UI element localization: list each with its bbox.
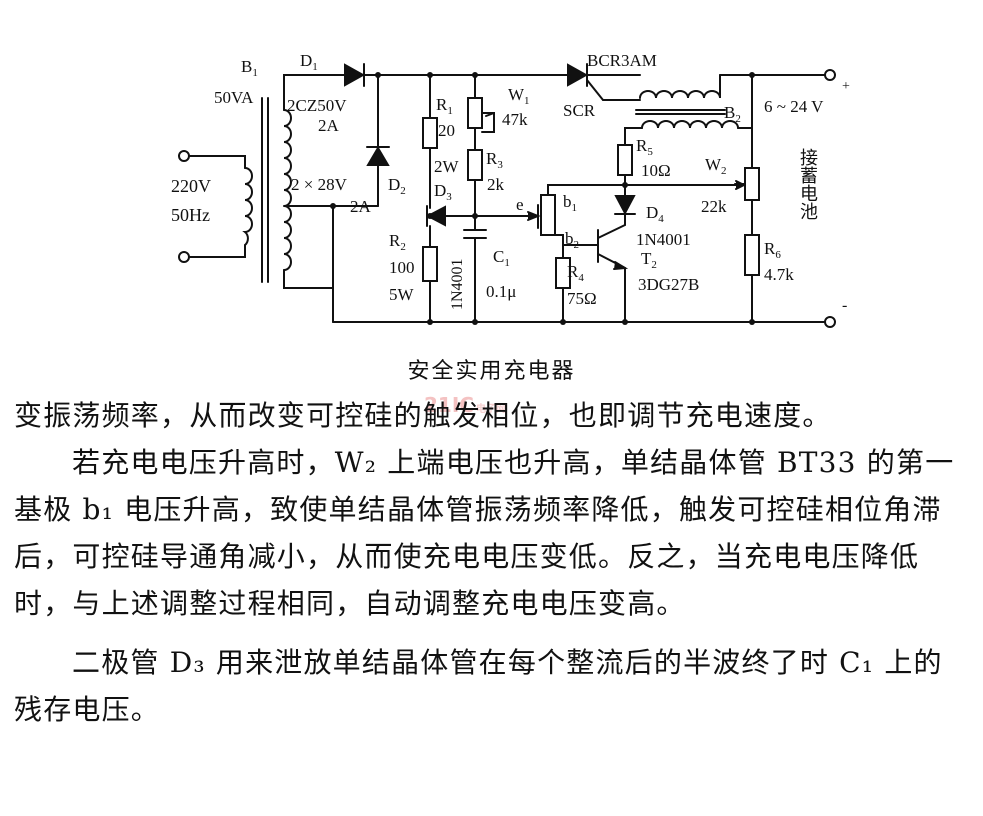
r2-resistor xyxy=(422,246,438,282)
ac-terminal-top xyxy=(178,150,190,162)
label-b1-pin: b1 xyxy=(563,192,577,214)
label-winding-i: 2A xyxy=(350,197,372,216)
label-b2: B2 xyxy=(724,103,741,125)
d4-diode xyxy=(614,195,636,216)
output-terminal-plus xyxy=(824,69,836,81)
label-r1: R1 xyxy=(436,95,453,117)
label-scr-type: BCR3AM xyxy=(587,51,657,70)
charger-schematic: B1 50VA 220V 50Hz 2 × 28V 2A D1 2CZ50V 2… xyxy=(171,51,850,328)
r3-resistor xyxy=(467,149,483,181)
label-r5-val: 10Ω xyxy=(641,161,671,180)
label-emitter: e xyxy=(516,195,524,214)
paragraph-d3: 二极管 D₃ 用来泄放单结晶体管在每个整流后的半波终了时 C₁ 上的残存电压。 xyxy=(14,646,943,726)
label-input-f: 50Hz xyxy=(171,205,210,225)
b2-coil-top xyxy=(639,74,721,99)
label-output-v: 6 ~ 24 V xyxy=(764,97,824,116)
label-b2-pin: b2 xyxy=(565,229,579,251)
label-r5: R5 xyxy=(636,136,653,158)
b2-coil-bottom xyxy=(641,120,739,129)
label-w2-val: 22k xyxy=(701,197,727,216)
d1-diode xyxy=(344,63,366,87)
paragraph-continuation: 变振荡频率，从而改变可控硅的触发相位，也即调节充电速度。 xyxy=(14,399,832,432)
figure-caption: 安全实用充电器 xyxy=(407,359,576,384)
r5-resistor xyxy=(617,144,633,176)
label-r2-val: 100 xyxy=(389,258,415,277)
label-c1-val: 0.1μ xyxy=(486,282,516,301)
label-d4: D4 xyxy=(646,203,664,225)
d2-diode xyxy=(366,146,390,166)
label-b1-rating: 50VA xyxy=(214,88,254,107)
label-r3-val: 2k xyxy=(487,175,505,194)
label-b1: B1 xyxy=(241,57,258,79)
secondary-coil xyxy=(283,109,292,271)
label-t2-type: 3DG27B xyxy=(638,275,699,294)
label-r4: R4 xyxy=(567,262,584,284)
label-r2: R2 xyxy=(389,231,406,253)
r1-resistor xyxy=(422,117,438,149)
label-w1: W1 xyxy=(508,85,530,107)
label-r6: R6 xyxy=(764,239,781,261)
label-d1-i: 2A xyxy=(318,116,340,135)
label-d1-type: 2CZ50V xyxy=(287,96,347,115)
label-r6-val: 4.7k xyxy=(764,265,794,284)
label-input-v: 220V xyxy=(171,176,211,196)
watermark-main: 21IC xyxy=(424,393,474,417)
watermark-sub: 电子网 xyxy=(475,404,506,415)
label-winding: 2 × 28V xyxy=(291,175,348,194)
label-plus: + xyxy=(842,79,850,94)
label-c1: C1 xyxy=(493,247,510,269)
label-d1: D1 xyxy=(300,51,318,73)
primary-coil xyxy=(242,167,253,246)
label-d2: D2 xyxy=(388,175,406,197)
label-d3: D3 xyxy=(434,181,452,203)
paragraph-regulation: 若充电电压升高时，W₂ 上端电压也升高，单结晶体管 BT33 的第一基极 b₁ … xyxy=(14,446,955,620)
label-d3-type: 1N4001 xyxy=(449,258,466,310)
output-terminal-minus xyxy=(824,316,836,328)
label-w2: W2 xyxy=(705,155,727,177)
label-scr: SCR xyxy=(563,101,596,120)
label-d4-type: 1N4001 xyxy=(636,230,691,249)
label-r3: R3 xyxy=(486,149,503,171)
label-w1-val: 47k xyxy=(502,110,528,129)
ac-terminal-bottom xyxy=(178,251,190,263)
w2-potentiometer xyxy=(744,167,760,201)
label-minus: - xyxy=(842,297,847,314)
label-r1-w: 2W xyxy=(434,157,460,176)
label-battery: 接蓄电池 xyxy=(798,148,818,220)
scr xyxy=(567,63,589,87)
label-r2-w: 5W xyxy=(389,285,415,304)
label-r4-val: 75Ω xyxy=(567,289,597,308)
w1-potentiometer xyxy=(467,97,483,129)
r6-resistor xyxy=(744,234,760,276)
label-r1-val: 20 xyxy=(438,121,455,140)
label-t2: T2 xyxy=(641,249,657,271)
body-text: 变振荡频率，从而改变可控硅的触发相位，也即调节充电速度。 若充电电压升高时，W₂… xyxy=(14,392,964,733)
